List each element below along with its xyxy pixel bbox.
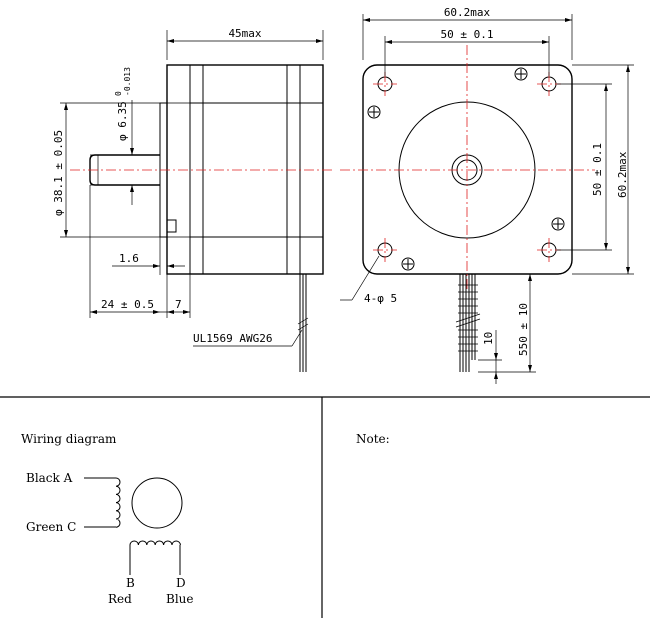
front-cable <box>455 274 481 372</box>
dim-shaft-tol-lower: -0.013 <box>123 67 132 96</box>
coil-bd <box>129 540 181 546</box>
screw-4 <box>401 257 415 271</box>
rotor-symbol <box>131 477 183 529</box>
dim-pilot-diameter: φ 38.1 ± 0.05 <box>52 130 65 216</box>
dim-shaft-diameter: φ 6.35 <box>116 101 129 141</box>
dim-hole-spacing-v: 50 ± 0.1 <box>591 143 604 196</box>
dim-hole-spacing-h: 50 ± 0.1 <box>441 28 494 41</box>
wire-color-red: Red <box>108 592 132 606</box>
coil-ac <box>115 477 121 528</box>
dim-shaft-length: 24 ± 0.5 <box>101 298 154 311</box>
dim-flange-thickness: 1.6 <box>119 252 139 265</box>
dim-pilot-length: 7 <box>175 298 182 311</box>
flange-square <box>362 64 573 275</box>
dim-mount-holes: 4-φ 5 <box>364 292 397 305</box>
wire-label-black-a: Black A <box>26 471 73 485</box>
wire-color-blue: Blue <box>166 592 194 606</box>
dim-overall-height: 60.2max <box>616 151 629 198</box>
wire-label-green-c: Green C <box>26 520 76 534</box>
side-view: 45max φ 6.35 0 -0.013 φ 38.1 ± 0.05 1.6 … <box>52 27 335 372</box>
dim-overall-width: 60.2max <box>444 6 491 19</box>
note-label: Note: <box>356 432 390 446</box>
dim-body-length: 45max <box>228 27 261 40</box>
dim-lead-length: 550 ± 10 <box>517 303 530 356</box>
cable-spec: UL1569 AWG26 <box>193 332 272 345</box>
wiring-title: Wiring diagram <box>21 432 117 446</box>
dim-shaft-tol-upper: 0 <box>114 91 123 96</box>
wiring-diagram: Wiring diagram Black A Green C B Red D B… <box>21 432 194 606</box>
screw-1 <box>367 105 381 119</box>
screw-2 <box>514 67 528 81</box>
wire-letter-d: D <box>176 576 186 590</box>
flat-key <box>166 219 177 233</box>
front-view: 60.2max 50 ± 0.1 50 ± 0.1 60.2max 4-φ 5 <box>340 6 634 384</box>
dim-strip-length: 10 <box>482 332 495 345</box>
wire-letter-b: B <box>126 576 135 590</box>
screw-3 <box>551 217 565 231</box>
side-cable <box>297 274 309 372</box>
bottom-panel <box>0 396 650 618</box>
